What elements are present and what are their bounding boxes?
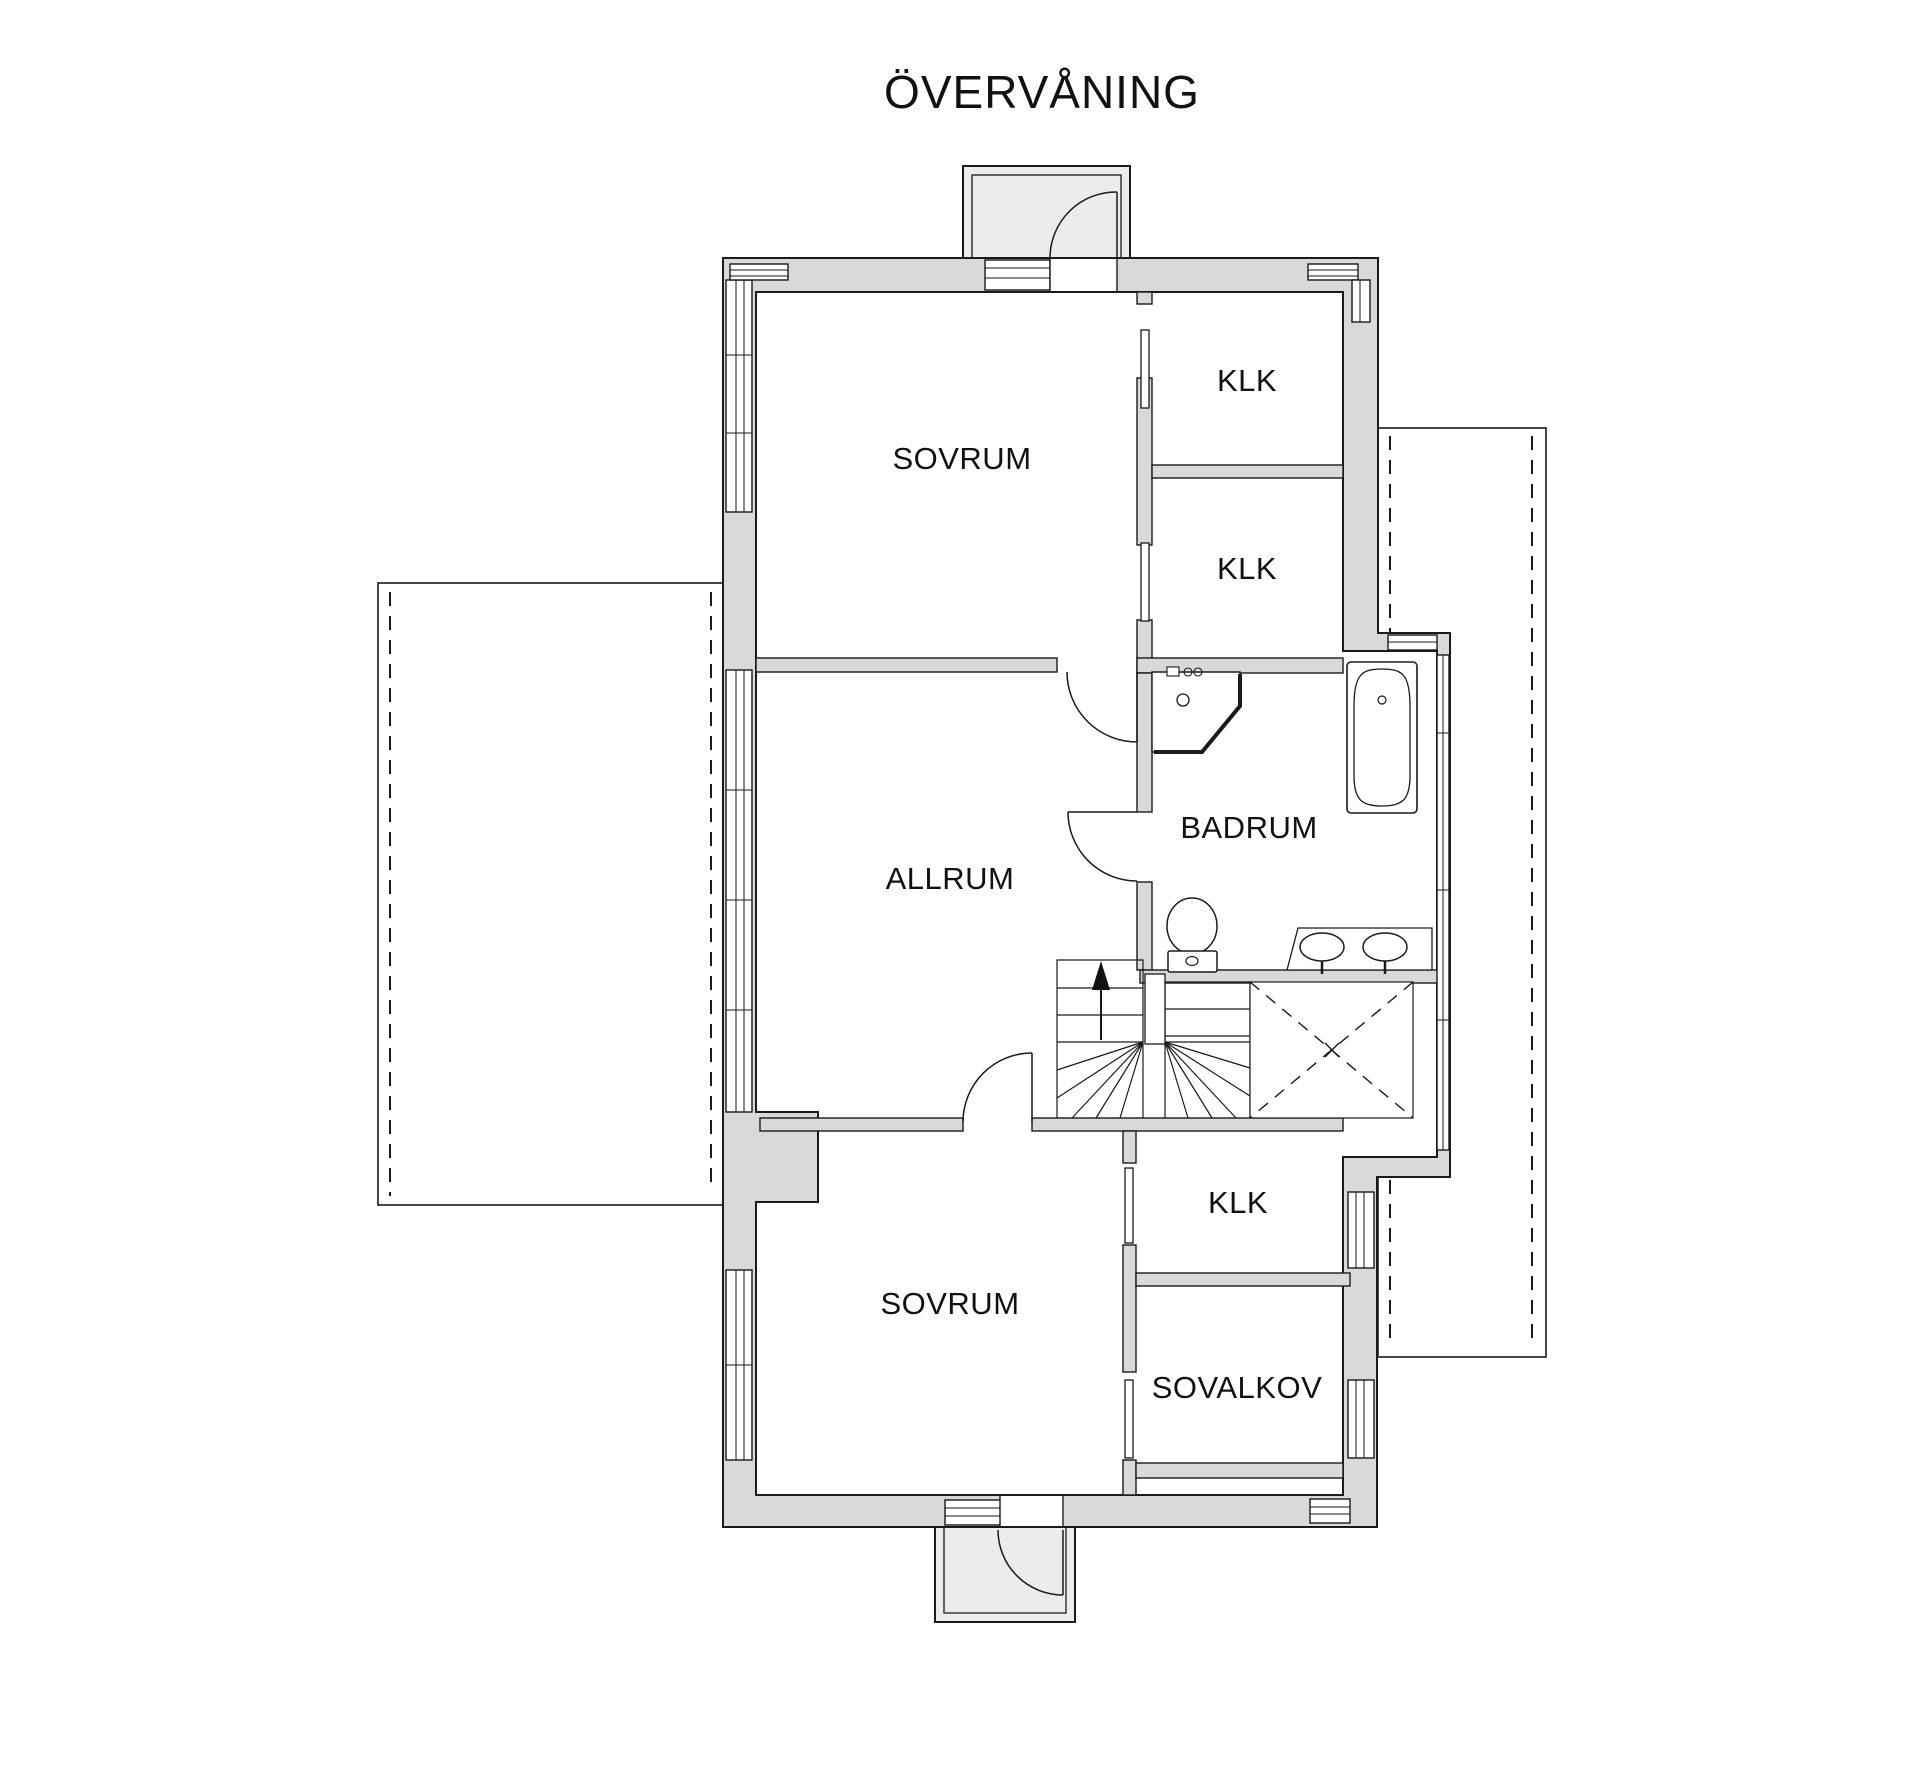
sliding-doors	[1124, 329, 1150, 1459]
doors	[962, 191, 1138, 1596]
door-icon	[1066, 671, 1138, 743]
sliding-door-icon	[1124, 1167, 1134, 1244]
shower-icon	[1151, 666, 1242, 754]
room-label-badrum: BADRUM	[1180, 810, 1317, 845]
door-openings	[999, 258, 1118, 1527]
sliding-door-icon	[1124, 1379, 1134, 1459]
void-area	[1249, 981, 1414, 1119]
window-icon	[725, 1269, 753, 1461]
window-icon	[1387, 634, 1438, 651]
window-icon	[1436, 654, 1450, 1151]
door-icon	[1067, 811, 1138, 882]
double-sink-icon	[1286, 927, 1433, 974]
dormer-top	[962, 165, 1131, 261]
room-label-allrum: ALLRUM	[886, 861, 1015, 896]
windows	[725, 259, 1450, 1526]
door-icon	[962, 1052, 1033, 1123]
sliding-door-icon	[1140, 542, 1150, 622]
building-floor	[723, 258, 1450, 1527]
window-icon	[984, 259, 1051, 291]
room-label-sovrum-top: SOVRUM	[892, 441, 1031, 476]
window-icon	[944, 1499, 1003, 1526]
window-icon	[1347, 1191, 1375, 1269]
window-icon	[729, 263, 789, 281]
toilet-icon	[1166, 897, 1218, 973]
room-label-klk-mid: KLK	[1217, 551, 1277, 586]
room-label-sovalkov: SOVALKOV	[1152, 1370, 1323, 1405]
window-icon	[1347, 1379, 1375, 1459]
window-icon	[1307, 263, 1359, 281]
room-label-klk-top: KLK	[1217, 363, 1277, 398]
window-icon	[725, 279, 753, 513]
room-label-klk-bottom: KLK	[1208, 1185, 1268, 1220]
exterior-walls	[722, 257, 1451, 1528]
interior-walls	[755, 291, 1451, 1496]
room-label-sovrum-bottom: SOVRUM	[880, 1286, 1019, 1321]
page-title: ÖVERVÅNING	[884, 66, 1200, 118]
window-icon	[1309, 1498, 1351, 1524]
door-icon	[997, 1529, 1064, 1596]
sliding-door-icon	[1140, 329, 1150, 409]
door-icon	[1049, 191, 1118, 259]
bathtub-icon	[1346, 661, 1418, 814]
dormer-bottom	[934, 1526, 1076, 1623]
roof-area-left	[377, 582, 724, 1206]
window-icon	[1351, 279, 1371, 323]
window-icon	[725, 669, 753, 1113]
stair-direction-arrow-icon	[1092, 961, 1110, 1040]
